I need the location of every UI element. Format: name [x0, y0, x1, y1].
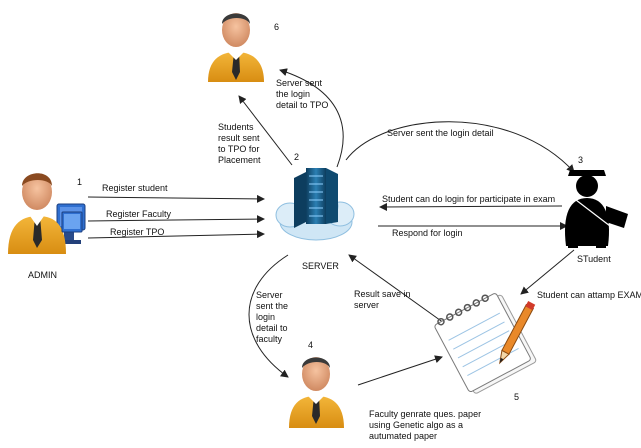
label-server-to-student: Server sent the login detail: [387, 128, 494, 138]
label-results-to-tpo: Students result sent to TPO for Placemen…: [218, 122, 261, 165]
arrow-result-save: [348, 254, 445, 324]
label-register-tpo: Register TPO: [110, 227, 165, 237]
notepad-icon: [434, 293, 537, 394]
label-respond-login: Respond for login: [392, 228, 463, 238]
server-number: 2: [294, 152, 300, 162]
student-caption: STudent: [577, 254, 611, 264]
arrow-student-login: [379, 202, 563, 211]
admin-number: 1: [77, 177, 83, 187]
arrow-register-tpo: [87, 230, 265, 239]
label-server-to-faculty: Server sent the login detail to faculty: [256, 290, 289, 344]
label-result-save: Result save in server: [354, 289, 411, 310]
arrows: [87, 68, 575, 386]
faculty-number: 4: [308, 340, 314, 350]
tpo-person-icon: [208, 13, 264, 82]
tpo-number: 6: [274, 22, 280, 32]
arrow-register-faculty: [87, 215, 265, 224]
faculty-person-icon: [289, 357, 344, 428]
arrow-student-exam: [520, 249, 575, 295]
label-server-to-tpo: Server sent the login detail to TPO: [276, 78, 329, 110]
label-student-login: Student can do login for participate in …: [382, 194, 556, 204]
arrow-server-to-student: [345, 121, 575, 173]
label-faculty-paper: Faculty genrate ques. paper using Geneti…: [369, 409, 482, 441]
student-icon: [564, 170, 628, 248]
server-caption: SERVER: [302, 261, 339, 271]
student-number: 3: [578, 155, 584, 165]
arrow-faculty-paper: [357, 355, 443, 386]
paper-number: 5: [514, 392, 520, 402]
admin-caption: ADMIN: [28, 270, 57, 280]
label-student-exam: Student can attamp EXAM: [537, 290, 641, 300]
arrow-server-to-faculty: [248, 254, 289, 378]
server-icon: [275, 168, 355, 241]
arrow-results-to-tpo: [238, 95, 293, 166]
admin-icon: [8, 173, 86, 254]
label-register-faculty: Register Faculty: [106, 209, 172, 219]
arrow-register-student: [87, 194, 265, 203]
arrow-server-to-tpo: [279, 68, 344, 168]
label-register-student: Register student: [102, 183, 168, 193]
